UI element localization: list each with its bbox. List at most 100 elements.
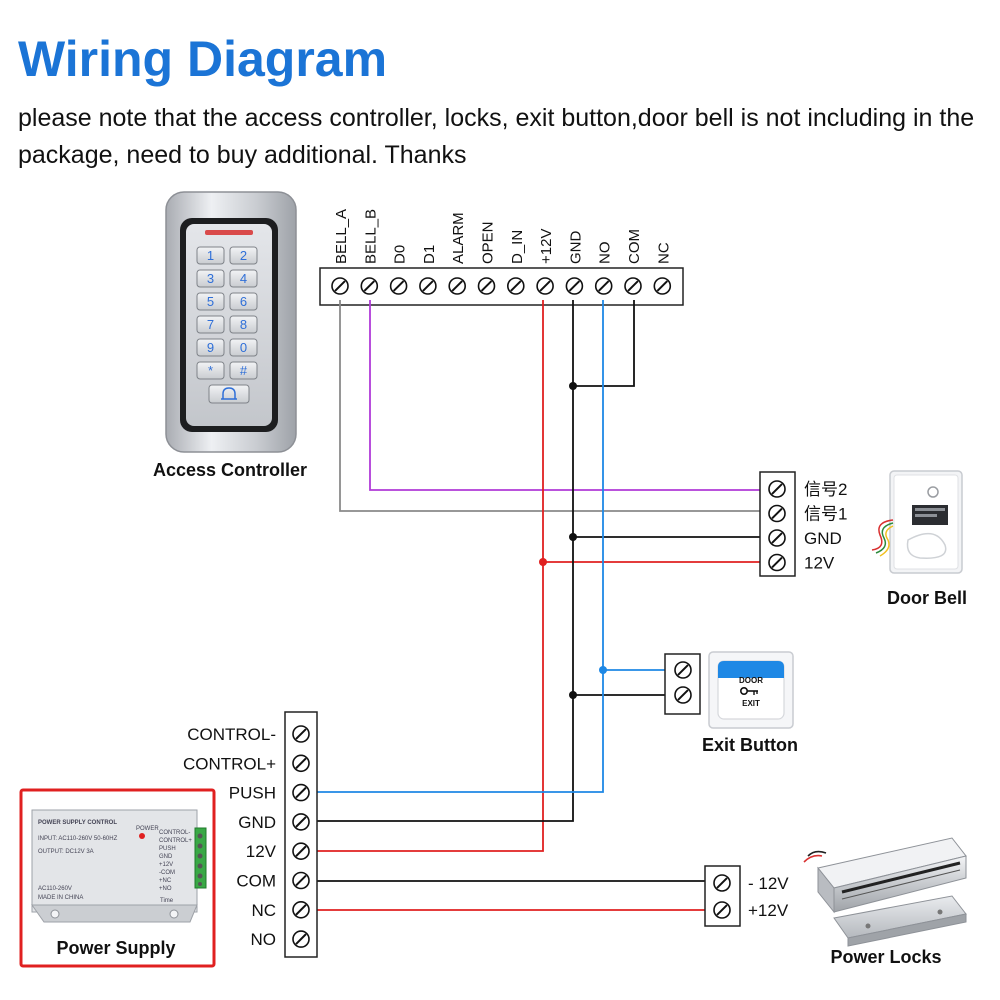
keypad-key: 6 <box>229 292 258 311</box>
power-supply-terminal-label: PUSH <box>229 784 276 803</box>
wire-bell-a <box>339 300 765 512</box>
power-locks-terminal-label: - 12V <box>748 874 789 893</box>
keypad-key: * <box>196 361 225 380</box>
access-controller-caption: Access Controller <box>153 460 307 480</box>
terminal-screw <box>768 480 786 498</box>
power-supply-terminal-label: COM <box>236 872 276 891</box>
keypad-key-label: 3 <box>207 271 214 286</box>
keypad-key-label: 1 <box>207 248 214 263</box>
keypad-key-label: 6 <box>240 294 247 309</box>
junction-dot <box>569 533 577 541</box>
controller-terminal-label: ALARM <box>450 212 467 264</box>
terminal-screw <box>624 277 642 295</box>
terminal-screw <box>360 277 379 295</box>
key-icon <box>739 686 758 695</box>
keypad-key-label: # <box>240 363 248 378</box>
keypad-key-label: 0 <box>240 340 247 355</box>
terminal-screw <box>292 783 310 802</box>
keypad-key: 8 <box>229 315 258 334</box>
terminal-screw <box>331 277 349 295</box>
keypad-key-label: 5 <box>207 294 214 309</box>
keypad-key: 5 <box>196 292 225 311</box>
terminal-screw <box>506 277 525 295</box>
terminal-screw <box>565 277 584 295</box>
power-supply-device: POWER SUPPLY CONTROL POWER INPUT: AC110-… <box>31 809 207 923</box>
controller-terminal-label: BELL_A <box>333 209 350 264</box>
keypad-key: 4 <box>229 269 258 288</box>
exit-button-device: DOOR EXIT <box>708 651 794 729</box>
junction-dot <box>569 382 577 390</box>
power-supply-terminal-label: NC <box>251 901 276 920</box>
keypad-key-label: * <box>208 363 213 378</box>
bell-icon <box>221 387 237 400</box>
power-locks-device <box>803 837 967 947</box>
controller-terminal-label: GND <box>567 231 584 265</box>
keypad-key: 2 <box>229 246 258 265</box>
psu-device-terminal-text: CONTROL- <box>159 830 190 836</box>
keypad-key-label: 2 <box>240 248 247 263</box>
power-supply-terminal-label: 12V <box>246 842 277 861</box>
terminal-screw <box>292 900 310 919</box>
terminal-screw <box>419 277 437 295</box>
power-supply-terminal-block <box>284 711 318 958</box>
psu-device-terminal-text: -COM <box>159 870 175 876</box>
junction-dot <box>539 558 547 566</box>
terminal-screw <box>292 754 310 773</box>
psu-label-time: Time <box>160 898 174 904</box>
door-bell-terminal-label: 12V <box>804 554 835 573</box>
keypad-key: 3 <box>196 269 225 288</box>
psu-label-ac: AC110-260V <box>38 886 72 892</box>
terminal-screw <box>674 686 692 704</box>
psu-device-terminal-text: +NO <box>159 886 172 892</box>
terminal-screw <box>768 553 786 572</box>
psu-device-terminal-text: CONTROL+ <box>159 838 192 844</box>
power-locks-caption: Power Locks <box>830 947 941 967</box>
door-bell-caption: Door Bell <box>887 588 967 608</box>
terminal-screw <box>477 277 496 295</box>
keypad-key-label: 8 <box>240 317 247 332</box>
door-bell-terminal-label: GND <box>804 529 842 548</box>
controller-terminal-label: BELL_B <box>362 209 379 264</box>
terminal-screw <box>768 504 786 523</box>
terminal-screw <box>389 277 408 295</box>
door-bell-device <box>871 470 963 574</box>
exit-button-door-text: DOOR <box>739 676 763 685</box>
keypad-key-label: 7 <box>207 317 214 332</box>
wire-no-push <box>315 300 604 793</box>
junction-dot <box>569 691 577 699</box>
psu-label-header: POWER SUPPLY CONTROL <box>38 820 117 826</box>
terminal-screw <box>292 725 310 743</box>
keypad-key: 0 <box>229 338 258 357</box>
controller-terminal-label: D_IN <box>509 230 526 264</box>
terminal-screw <box>448 277 467 295</box>
psu-label-made: MADE IN CHINA <box>38 895 83 901</box>
power-supply-terminal-label: GND <box>238 813 276 832</box>
terminal-screw <box>713 874 731 892</box>
wire-gnd <box>315 300 574 822</box>
psu-label-input: INPUT: AC110-260V 50-60HZ <box>38 836 118 842</box>
terminal-screw <box>594 277 613 295</box>
terminal-screw <box>292 842 310 861</box>
page-title: Wiring Diagram <box>18 31 388 87</box>
controller-terminal-label: NO <box>597 242 614 265</box>
power-locks-terminal-label: +12V <box>748 901 789 920</box>
exit-button-caption: Exit Button <box>702 735 798 755</box>
terminal-screw <box>713 901 731 919</box>
controller-terminal-label: +12V <box>538 229 555 264</box>
junction-dot <box>599 666 607 674</box>
terminal-screw <box>292 871 310 890</box>
psu-label-output: OUTPUT: DC12V 3A <box>38 849 94 855</box>
wire-bell-b <box>369 300 765 491</box>
door-bell-terminal-label: 信号1 <box>804 505 847 524</box>
controller-terminal-label: D0 <box>392 245 409 264</box>
power-supply-highlight-frame <box>19 788 216 968</box>
power-supply-terminal-label: CONTROL+ <box>183 754 276 773</box>
exit-button-exit-text: EXIT <box>742 699 760 708</box>
controller-terminal-label: NC <box>655 242 672 264</box>
terminal-screw <box>653 277 672 295</box>
keypad-key: # <box>229 361 258 380</box>
keypad-key: 1 <box>196 246 225 265</box>
controller-terminal-label: COM <box>626 229 643 264</box>
